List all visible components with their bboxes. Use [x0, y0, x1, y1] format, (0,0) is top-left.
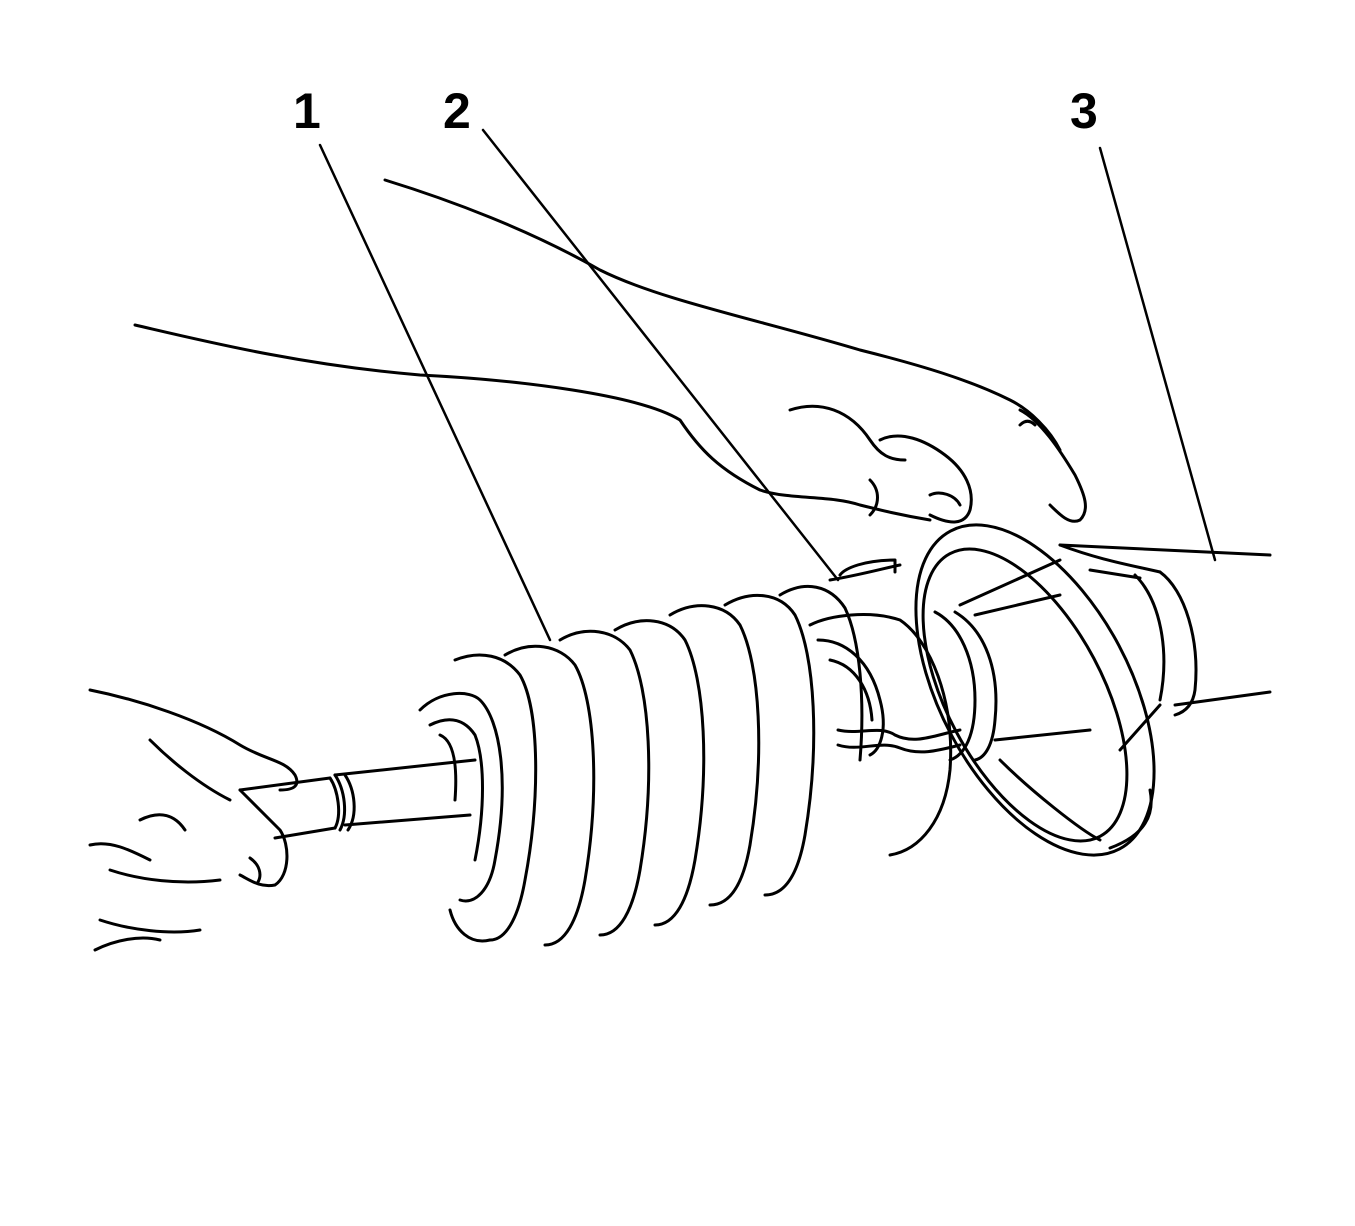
leader-line-2 — [483, 130, 838, 580]
rack-housing — [960, 545, 1270, 705]
leader-line-3 — [1100, 148, 1215, 560]
leader-lines — [320, 130, 1215, 640]
leader-line-1 — [320, 145, 550, 640]
housing-end-cap — [1060, 545, 1196, 750]
rack-shaft — [935, 595, 1090, 760]
callout-2: 2 — [443, 83, 471, 139]
boot-clamp — [810, 560, 960, 855]
left-hand — [90, 690, 297, 950]
flange-ring — [867, 486, 1204, 893]
callout-1: 1 — [293, 83, 321, 139]
inner-tie-rod — [240, 760, 475, 838]
bellows-boot — [420, 586, 862, 945]
callout-3: 3 — [1070, 83, 1098, 139]
right-hand — [135, 180, 1085, 522]
